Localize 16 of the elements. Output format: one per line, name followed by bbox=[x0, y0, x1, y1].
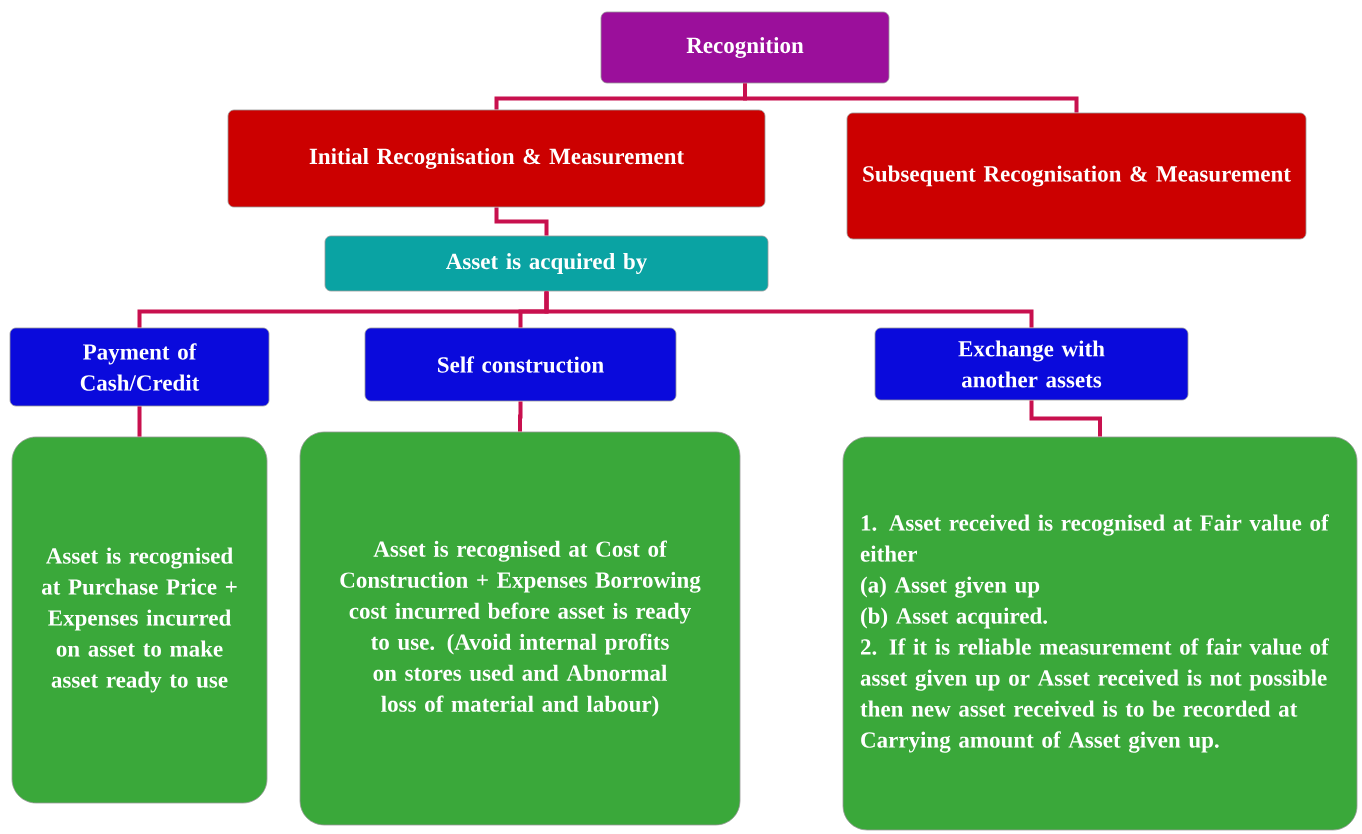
description-box: Asset is recognised at Cost of Construction + Expenses Borrowing cost incurred before asset is ready to use. (Avoid internal profits on stores used and Abnormal loss of material and labour) bbox=[299, 431, 741, 826]
connector-line bbox=[137, 406, 142, 437]
connector-line bbox=[1029, 400, 1102, 437]
connector-line bbox=[494, 207, 549, 236]
connector-line bbox=[544, 291, 1034, 328]
heading-box: Recognition bbox=[600, 11, 890, 84]
method-box: Self construction bbox=[364, 327, 677, 402]
category-box: Subsequent Recognisation & Measurement bbox=[846, 112, 1307, 240]
method-box: Payment of Cash/Credit bbox=[9, 327, 270, 407]
description-box: Asset is recognised at Purchase Price + Expenses incurred on asset to make asset ready to use bbox=[11, 436, 268, 804]
category-box: Initial Recognisation & Measurement bbox=[227, 109, 766, 208]
description-box: 1. Asset received is recognised at Fair value of either (a) Asset given up (b) Asset acquired. 2. If it is reliable measurement of fair value of asset given up or Asset received is not possible then new asset received is to be recorded at Carrying amount of Asset given up. bbox=[842, 436, 1358, 831]
subheading-box: Asset is acquired by bbox=[324, 235, 769, 292]
connector-line bbox=[518, 401, 523, 432]
method-box: Exchange with another assets bbox=[874, 327, 1189, 401]
connector-line bbox=[743, 83, 1079, 113]
